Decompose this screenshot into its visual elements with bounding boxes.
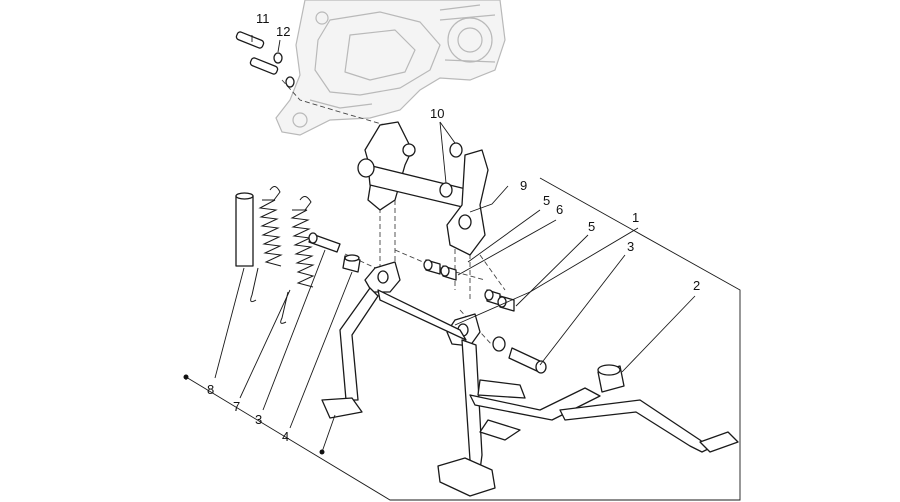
callout-4: 4	[282, 429, 289, 444]
callout-7: 7	[233, 399, 240, 414]
callout-3b: 3	[255, 412, 262, 427]
callout-5a: 5	[543, 193, 550, 208]
callout-12: 12	[276, 24, 290, 39]
leader-lines	[214, 35, 696, 453]
callout-5b: 5	[588, 219, 595, 234]
callout-9: 9	[520, 178, 527, 193]
callout-1: 1	[632, 210, 639, 225]
callout-labels: 1 2 3 3 4 5 5 6 7 8 9 10 11 12	[207, 11, 700, 444]
bushings-5-6	[423, 259, 515, 312]
engine-crankcase-ghost	[275, 0, 506, 136]
callout-3a: 3	[627, 239, 634, 254]
callout-11: 11	[256, 11, 270, 26]
bolt-washer-set-11-12	[235, 31, 295, 88]
sleeve-8	[235, 192, 254, 267]
callout-8: 8	[207, 382, 214, 397]
rubber-buffer-2	[597, 364, 625, 393]
stand-bracket-9	[357, 121, 489, 256]
callout-6: 6	[556, 202, 563, 217]
return-springs-7	[250, 186, 315, 324]
pivot-bolt-3-right	[492, 336, 547, 374]
kit-boundary-dot-left	[183, 374, 189, 380]
callout-10: 10	[430, 106, 444, 121]
center-stand-1	[321, 261, 739, 497]
callout-2: 2	[693, 278, 700, 293]
pivot-bolt-3-left	[308, 232, 361, 273]
kit-boundary-dot-bottom	[319, 449, 325, 455]
